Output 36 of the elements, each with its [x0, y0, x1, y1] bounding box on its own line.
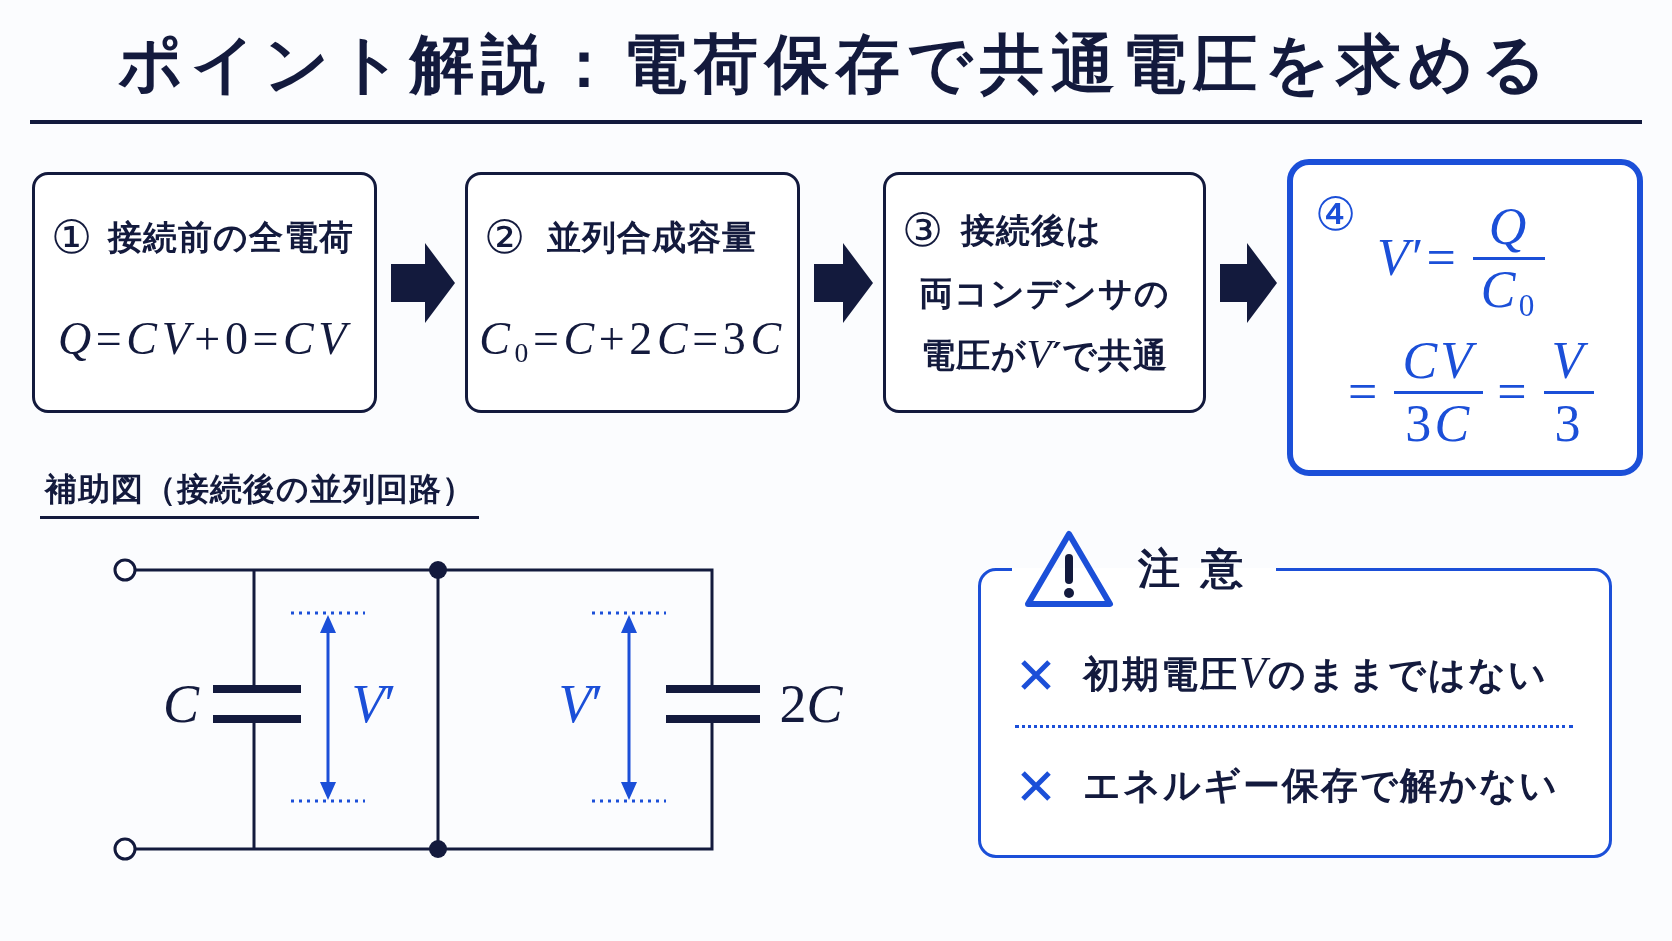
block-arrow [814, 243, 873, 323]
step-box [465, 172, 800, 413]
voltage-label: V′ [558, 677, 604, 731]
block-arrow [391, 243, 455, 323]
step-heading: 接続後は [961, 209, 1103, 251]
formula-text: V′= [1377, 228, 1459, 289]
fraction-denominator: 3 [1553, 393, 1585, 454]
capacitor-label: 2C [779, 677, 843, 731]
fraction-denominator: 3C [1404, 393, 1474, 454]
step-number: ① [51, 214, 93, 260]
block-arrow [1220, 243, 1277, 323]
fraction-numerator: CV [1401, 331, 1478, 391]
caution-box [978, 530, 1612, 858]
step-box [32, 172, 377, 413]
caution-text: 初期電圧Vのままではない [1083, 652, 1549, 698]
step-box [883, 172, 1206, 413]
step-text: 両コンデンサの電圧がV′で共通 [918, 272, 1171, 378]
step-number: ② [484, 214, 526, 260]
fraction-numerator: V [1550, 331, 1590, 391]
formula-text: = [1348, 362, 1381, 423]
step-number: ③ [902, 207, 944, 253]
capacitor-label: C [163, 677, 199, 731]
result-box [1287, 159, 1643, 476]
formula-text: = [1497, 362, 1530, 423]
formula: C$_{0}$=C+2C=3C [479, 312, 786, 369]
fraction-denominator: C$_{0}$ [1479, 259, 1539, 320]
caution-heading: 注意 [1138, 543, 1264, 595]
step-heading: 接続前の全電荷 [108, 216, 355, 258]
section-heading: 補助図（接続後の並列回路） [40, 468, 479, 519]
title: ポイント解説：電荷保存で共通電圧を求める [117, 26, 1555, 103]
step-heading: 並列合成容量 [547, 216, 758, 258]
fraction-numerator: Q [1487, 197, 1531, 257]
step-number: ④ [1315, 191, 1357, 237]
voltage-label: V′ [351, 677, 397, 731]
caution-text: エネルギー保存で解かない [1083, 763, 1559, 809]
formula: Q=CV+0=CV [58, 312, 351, 366]
